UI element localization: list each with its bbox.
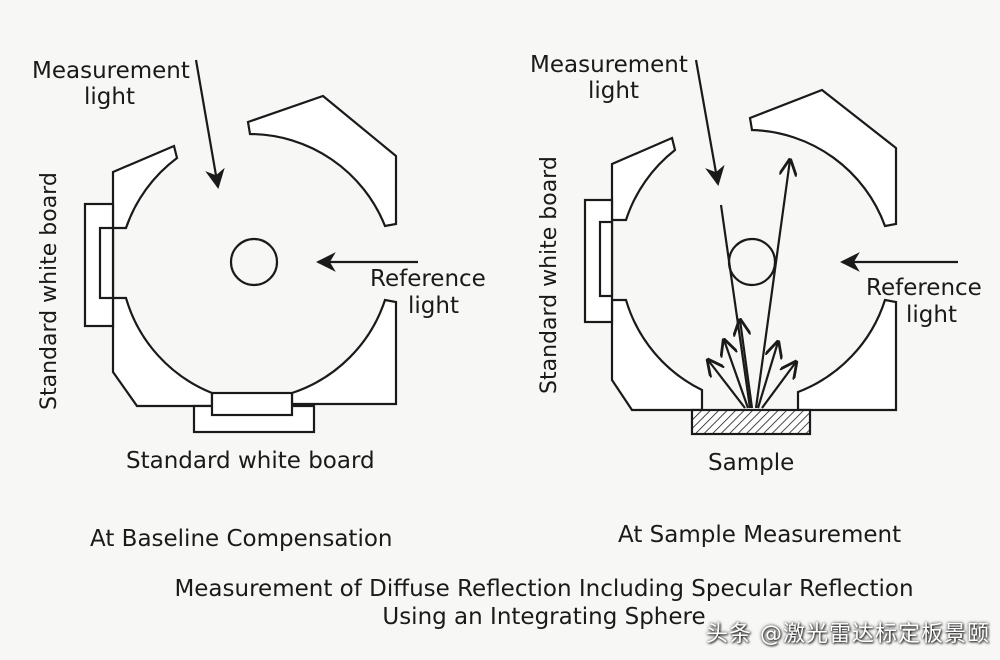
figure-title-line-2: Using an Integrating Sphere xyxy=(382,604,705,630)
left-measurement-label-1: Measurement xyxy=(32,58,190,84)
left-bottom-board-label: Standard white board xyxy=(126,448,375,474)
right-shell-upper-right xyxy=(748,88,898,228)
right-diffuse-ray-1 xyxy=(708,360,746,409)
right-shell-lower-left xyxy=(610,298,704,412)
right-diffuse-ray-3 xyxy=(740,320,754,409)
left-side-board-label: Standard white board xyxy=(37,172,62,410)
left-bottom-board-holder xyxy=(210,391,294,417)
left-shell-lower-right xyxy=(290,298,398,406)
left-reference-label-1: Reference xyxy=(370,266,486,292)
right-shell-lower-right xyxy=(796,298,898,412)
right-diffuse-ray-4 xyxy=(756,342,778,409)
right-side-board-holder xyxy=(598,220,614,298)
left-shell-lower-left xyxy=(111,296,214,408)
right-measurement-label-2: light xyxy=(588,78,639,104)
right-measurement-label-1: Measurement xyxy=(530,52,688,78)
left-caption: At Baseline Compensation xyxy=(90,526,392,552)
right-diffuse-ray-5 xyxy=(761,362,796,409)
figure-title-line-1: Measurement of Diffuse Reflection Includ… xyxy=(174,576,913,602)
left-side-board-holder xyxy=(98,226,115,300)
right-specular-ray xyxy=(754,160,790,409)
right-diffuse-ray-2 xyxy=(724,340,750,409)
right-caption: At Sample Measurement xyxy=(618,522,901,548)
left-measurement-arrow xyxy=(194,59,225,189)
right-reference-label-1: Reference xyxy=(866,275,982,301)
right-side-board-label: Standard white board xyxy=(537,156,562,394)
right-measurement-arrow xyxy=(694,59,725,186)
right-sphere xyxy=(583,59,958,436)
right-shell-upper-left xyxy=(610,136,677,222)
watermark: 头条 @激光雷达标定板景颐 xyxy=(706,622,990,647)
right-incident-ray xyxy=(719,204,752,409)
left-shell-upper-left xyxy=(111,144,179,230)
right-center-object xyxy=(727,237,777,287)
right-reference-label-2: light xyxy=(906,302,957,328)
left-sphere xyxy=(83,59,418,434)
sample-label: Sample xyxy=(708,450,794,476)
sample-plate xyxy=(690,408,812,436)
left-center-object xyxy=(229,237,279,287)
left-measurement-label-2: light xyxy=(84,84,135,110)
left-reference-label-2: light xyxy=(408,293,459,319)
left-shell-upper-right xyxy=(246,94,398,228)
